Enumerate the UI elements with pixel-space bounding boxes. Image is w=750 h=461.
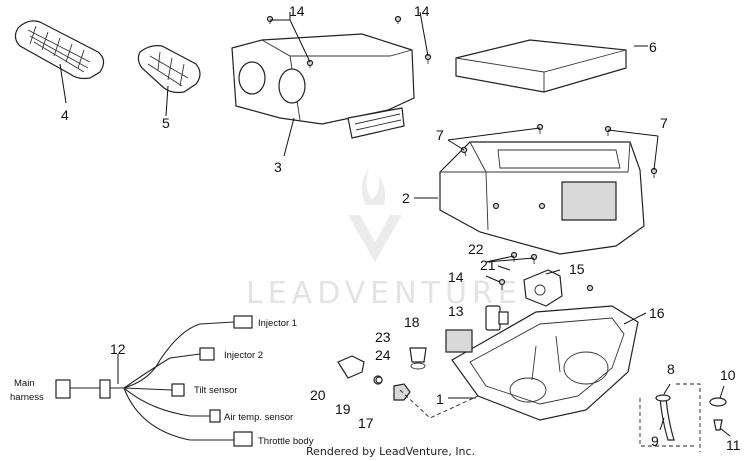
callout-13: 13 [448,303,464,319]
callout-7-a: 7 [436,127,444,143]
part-24-washer [410,362,426,370]
part-10-clip [709,397,727,407]
part-18-foam-block [445,329,473,353]
callout-8: 8 [667,361,675,377]
part-9-hose [659,397,675,441]
callout-21: 21 [480,257,496,273]
callout-14-a: 14 [289,3,305,19]
part-2-air-box [439,141,645,255]
callout-24: 24 [375,347,391,363]
callout-17: 17 [358,415,374,431]
callout-2: 2 [402,190,410,206]
callout-20: 20 [310,387,326,403]
callout-14-b: 14 [414,3,430,19]
part-19-washer [375,376,383,384]
callout-9: 9 [651,433,659,449]
harness-labels: Main harness Injector 1 Injector 2 Tilt … [10,318,314,447]
callout-23: 23 [375,329,391,345]
wiring-harness [55,315,253,447]
label-tilt-sensor: Tilt sensor [194,385,237,396]
callout-11: 11 [726,437,741,453]
label-throttle-body: Throttle body [258,436,314,447]
callout-1: 1 [436,391,444,407]
footer-credit: Rendered by LeadVenture, Inc. [306,445,475,458]
label-injector-2: Injector 2 [224,350,263,361]
part-15-bracket [523,269,563,307]
callout-22: 22 [468,241,484,257]
part-8-clamp [655,394,671,402]
callout-10: 10 [720,367,736,383]
label-injector-1: Injector 1 [258,318,297,329]
leadventure-watermark-logo: LEADVENTURE [246,165,522,311]
leader-lines [59,11,731,437]
part-3-airbox-cover [231,33,415,139]
callout-5: 5 [162,115,170,131]
callout-12: 12 [110,341,126,357]
callout-numbers: 4 5 3 14 14 6 7 7 2 22 21 14 15 13 18 16… [61,3,741,453]
callout-3: 3 [274,159,282,175]
callout-7-b: 7 [660,115,668,131]
part-5-vent-grille [137,45,201,94]
label-main-harness-line1: Main [14,378,35,389]
callout-16: 16 [649,305,665,321]
label-main-harness-line2: harness [10,392,44,403]
part-6-air-filter [455,39,627,93]
callout-14-c: 14 [448,269,464,285]
callout-4: 4 [61,107,69,123]
callout-18: 18 [404,314,420,330]
part-16-tray [451,305,639,421]
part-11-plug [713,419,723,431]
callout-6: 6 [649,39,657,55]
callout-19: 19 [335,401,351,417]
label-air-temp-sensor: Air temp. sensor [224,412,293,423]
watermark-text: LEADVENTURE [246,276,522,311]
part-4-intake-grille [14,20,105,80]
part-13-sensor [485,305,509,331]
part-23-grommet [409,347,427,363]
assembly-dash-lines [399,383,701,452]
callout-15: 15 [569,261,585,277]
